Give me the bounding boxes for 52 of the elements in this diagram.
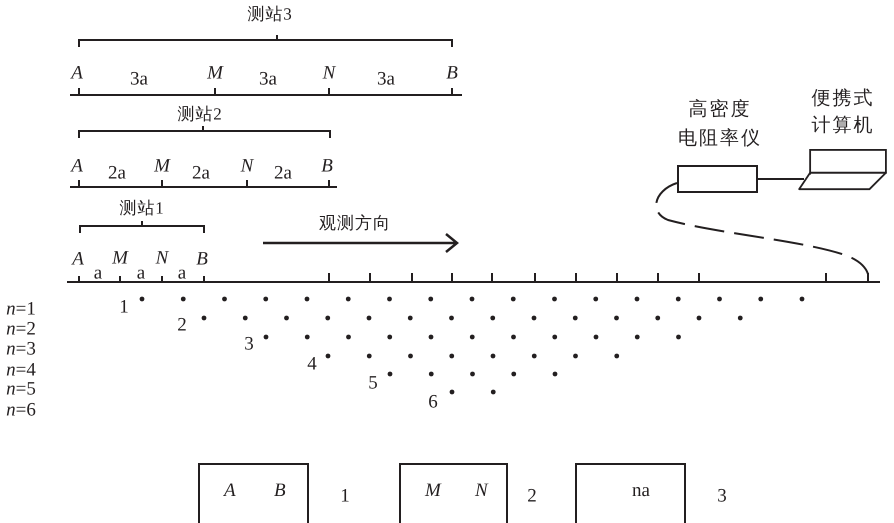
level-label: n=6	[6, 400, 36, 420]
station-label: 测站1	[119, 200, 165, 216]
direction-label: 观测方向	[319, 214, 391, 232]
spacing-label: 2a	[108, 164, 126, 182]
instrument-label: 高密度电阻率仪	[677, 98, 763, 151]
electrode-label: B	[446, 64, 458, 82]
station-label: 测站3	[247, 6, 293, 22]
electrode-label: A	[71, 156, 83, 176]
cable	[758, 178, 804, 180]
cable	[655, 182, 869, 274]
electrode-label: A	[71, 64, 83, 82]
electrode-label: N	[156, 248, 168, 268]
station-label: 测站2	[177, 106, 223, 122]
spacing-label: 2a	[192, 164, 210, 182]
electrode-label: N	[322, 64, 336, 82]
spacing-label: 3a	[130, 70, 148, 88]
box-number: 2	[527, 486, 537, 506]
symbol-label: B	[274, 481, 286, 500]
row-number: 2	[177, 316, 187, 334]
electrode-label: M	[112, 248, 128, 268]
spacing-label: a	[94, 264, 102, 282]
legend-box	[399, 463, 508, 523]
level-label: n=5	[6, 380, 36, 398]
symbol-label: N	[475, 481, 488, 500]
electrode-label: M	[207, 64, 223, 82]
electrode-label: A	[72, 250, 84, 268]
row-number: 3	[244, 334, 254, 354]
electrode-label: B	[321, 156, 333, 176]
spacing-label: 3a	[377, 70, 395, 88]
row-number: 6	[428, 392, 438, 412]
legend-box	[198, 463, 309, 523]
spacing-label: a	[136, 264, 146, 282]
level-label: n=3	[6, 340, 36, 358]
electrode-label: M	[154, 156, 170, 176]
symbol-label: A	[224, 481, 236, 500]
row-number: 4	[307, 354, 317, 374]
box-number: 3	[717, 486, 727, 506]
spacing-label: 2a	[274, 164, 292, 182]
spacing-label: 3a	[259, 70, 277, 88]
level-label: n=4	[6, 360, 36, 380]
row-number: 5	[368, 374, 378, 392]
level-label: n=2	[6, 320, 36, 338]
computer-label: 便携式计算机	[810, 87, 876, 138]
spacing-label: a	[178, 264, 186, 282]
symbol-label: na	[632, 481, 650, 500]
electrode-label: B	[196, 250, 208, 268]
electrode-label: N	[240, 156, 254, 176]
legend-box	[575, 463, 686, 523]
symbol-label: M	[425, 481, 441, 500]
row-number: 1	[119, 298, 129, 316]
box-number: 1	[340, 486, 350, 506]
level-label: n=1	[6, 300, 36, 318]
